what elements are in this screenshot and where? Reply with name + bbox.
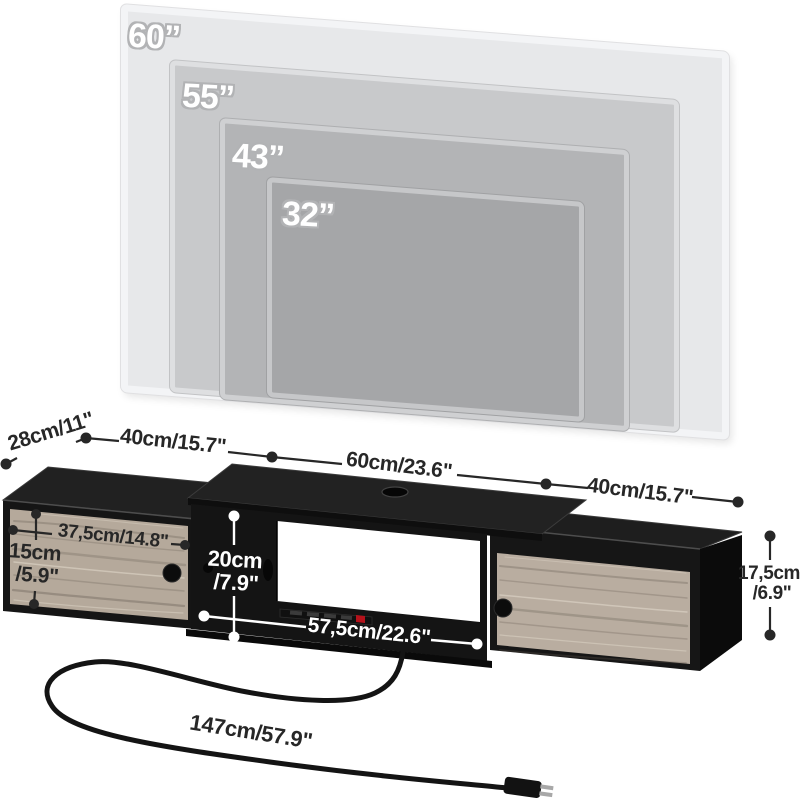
right-wood-door: [497, 553, 690, 664]
left-door-knob: [162, 563, 182, 583]
right-door-grain: [498, 556, 689, 664]
dimension-lines-inner: [198, 510, 483, 650]
power-cord: [44, 649, 554, 798]
dim-left-height-in: /5.9": [14, 562, 60, 589]
dim-center-height-in: /7.9": [212, 568, 260, 597]
power-switch-red: [356, 615, 365, 623]
dim-right-height-cm: 17,5cm: [737, 563, 800, 584]
power-plug: [503, 776, 554, 798]
right-door-knob: [493, 598, 513, 618]
left-wood-door: [10, 509, 188, 620]
power-strip: [279, 608, 373, 626]
cable-grommet: [381, 486, 409, 498]
dimension-lines-outer: [0, 432, 776, 641]
dim-right-height-in: /6.9": [752, 583, 792, 604]
